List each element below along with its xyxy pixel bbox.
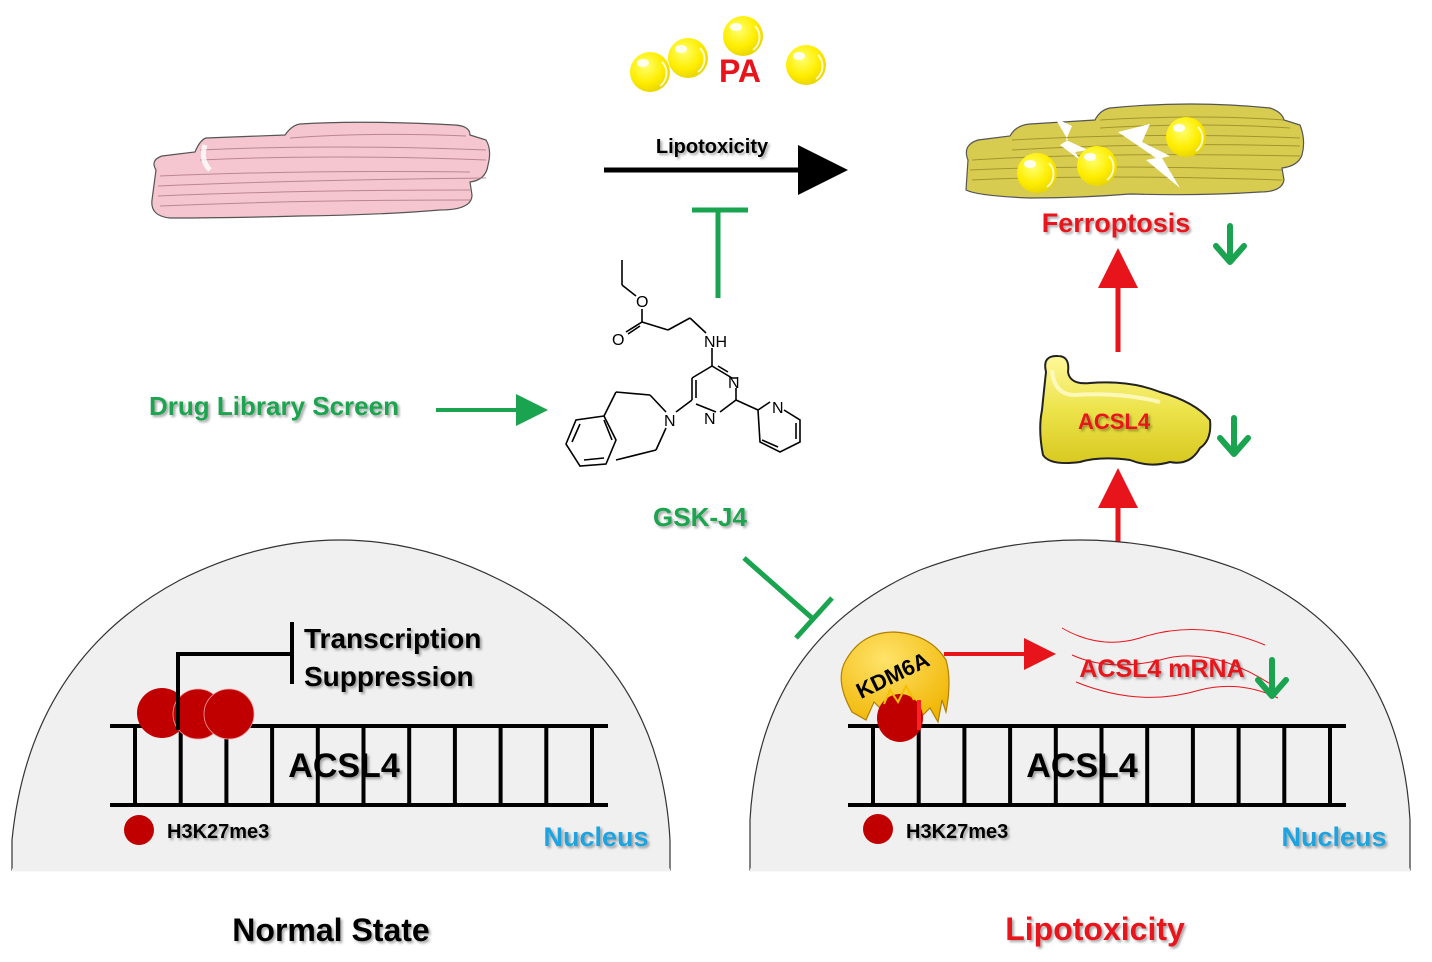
left-h3k27me3-legend-dot-icon <box>124 815 154 845</box>
right-dna-ladder <box>848 724 1346 807</box>
atom-n-pyrimidine-1: N <box>728 375 740 392</box>
right-h3k27me3-legend-label: H3K27me3 <box>906 821 1008 843</box>
transcription-label: Transcription <box>304 623 481 654</box>
lipotoxicity-state-title: Lipotoxicity <box>1005 911 1185 947</box>
lipotoxicity-arrow-label: Lipotoxicity <box>656 136 769 158</box>
left-nucleus <box>11 539 671 872</box>
acsl4-protein-decrease-arrow-icon <box>1220 418 1248 454</box>
kdm6a-enzyme-icon <box>840 631 950 742</box>
normal-state-title: Normal State <box>232 912 429 948</box>
ferroptosis-label: Ferroptosis <box>1042 208 1191 238</box>
suppression-label: Suppression <box>304 661 474 692</box>
left-acsl4-gene-label: ACSL4 <box>288 747 400 785</box>
left-nucleus-label: Nucleus <box>543 822 648 852</box>
gsk-j4-inhibits-kdm6a-icon <box>742 556 834 640</box>
acsl4-protein-icon <box>1039 354 1212 466</box>
atom-n-pyrimidine-2: N <box>704 411 716 428</box>
right-nucleus-label: Nucleus <box>1281 822 1386 852</box>
acsl4-mrna-strands-icon <box>1061 627 1279 699</box>
left-histone-cluster-icon <box>137 688 255 740</box>
gsk-j4-chemical-structure-icon <box>565 260 801 467</box>
healthy-cardiomyocyte-icon <box>151 121 491 219</box>
atom-nh: NH <box>704 334 727 351</box>
right-nucleus <box>749 539 1411 872</box>
ferroptosis-decrease-arrow-icon <box>1216 226 1244 262</box>
atom-n-azepine: N <box>664 413 676 430</box>
right-acsl4-gene-label: ACSL4 <box>1026 747 1138 785</box>
atom-o-ester: O <box>636 294 648 311</box>
gsk-j4-atom-labels: O O NH N N N N <box>612 294 784 430</box>
right-h3k27me3-legend-dot-icon <box>863 814 893 844</box>
acsl4-protein-label: ACSL4 <box>1078 409 1151 434</box>
gsk-j4-label: GSK-J4 <box>653 502 747 532</box>
atom-o-carbonyl: O <box>612 332 624 349</box>
pa-label: PA <box>719 53 761 89</box>
lipotoxic-cardiomyocyte-icon <box>965 103 1305 199</box>
gsk-j4-inhibits-lipotoxicity-icon <box>692 207 748 298</box>
acsl4-mrna-label: ACSL4 mRNA <box>1079 655 1244 683</box>
transcription-suppression-blunt-arrow-icon <box>176 622 294 730</box>
left-h3k27me3-legend-label: H3K27me3 <box>167 821 269 843</box>
atom-n-pyridine: N <box>772 400 784 417</box>
drug-library-screen-label: Drug Library Screen <box>149 391 399 421</box>
